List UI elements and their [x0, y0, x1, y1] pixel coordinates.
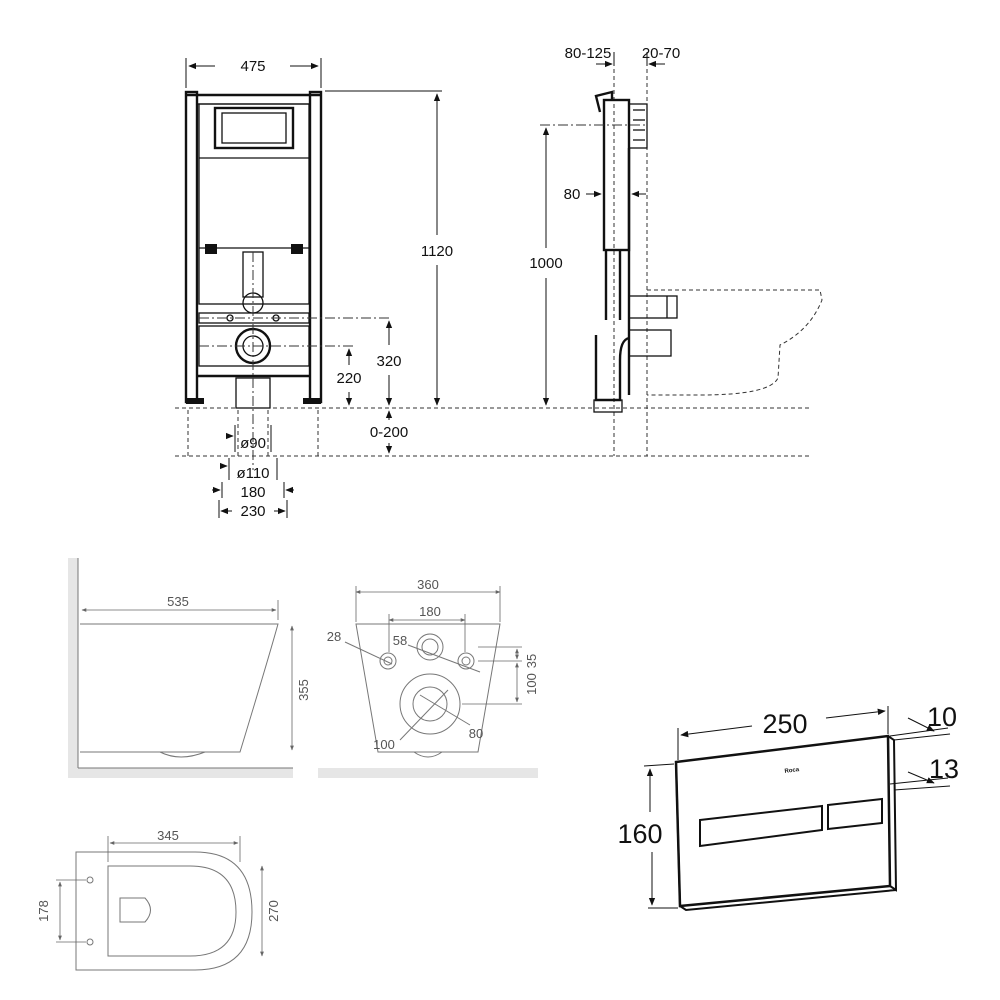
- flush-opening: [213, 106, 295, 150]
- label-475: 475: [240, 58, 265, 75]
- label-28: 28: [327, 629, 341, 644]
- brand-mark: Roca: [784, 767, 800, 775]
- label-20-70: 20-70: [642, 45, 680, 62]
- ext-13-b: [893, 785, 951, 791]
- label-180-rear: 180: [419, 604, 441, 619]
- fixing-hole-left: [379, 652, 397, 670]
- waste-outlet-inner: [412, 686, 448, 722]
- pan-outline-dashed: [647, 289, 823, 396]
- label-320: 320: [376, 353, 401, 370]
- wall-hatch-vertical: [68, 558, 78, 778]
- flush-button-left: [699, 804, 823, 848]
- bracket-right: [291, 244, 303, 254]
- label-1120: 1120: [421, 243, 453, 260]
- pan-top-outline: [75, 851, 253, 971]
- pan-rear-outline: [355, 623, 501, 753]
- ext-160-top: [643, 763, 675, 767]
- ext-10-b: [893, 733, 951, 741]
- label-355: 355: [296, 679, 311, 701]
- label-230: 230: [240, 503, 265, 520]
- label-0-200: 0-200: [370, 424, 408, 441]
- label-535: 535: [167, 594, 189, 609]
- label-180: 180: [240, 484, 265, 501]
- top-fixing-top: [86, 876, 94, 884]
- leader-58: [407, 644, 481, 673]
- label-270: 270: [266, 900, 281, 922]
- label-345: 345: [157, 828, 179, 843]
- floor-hatch: [68, 768, 293, 778]
- dim-250-r: [825, 708, 886, 719]
- label-100-height: 100: [524, 673, 539, 695]
- flush-plate: Roca 250 160 10 13: [617, 702, 959, 912]
- label-360: 360: [417, 577, 439, 592]
- pan-top-bowl: [107, 865, 237, 957]
- label-80: 80: [564, 186, 581, 203]
- water-inlet-hole: [416, 633, 444, 661]
- water-inlet-hole-inner: [421, 638, 439, 656]
- side-waste-pipe: [594, 334, 630, 402]
- leader-28: [344, 641, 393, 665]
- side-cistern: [602, 98, 631, 252]
- cistern-body: [198, 103, 310, 305]
- label-80-125: 80-125: [565, 45, 612, 62]
- frame-front-view: 475 1120 320 220 0-200 ø90 ø110 180: [175, 58, 810, 520]
- pan-rear-foot: [413, 751, 443, 758]
- frame-side-view: 80-125 20-70 80 1000: [529, 45, 823, 456]
- top-fixing-bottom: [86, 938, 94, 946]
- ext-10-a: [889, 727, 949, 737]
- label-100-outlet: 100: [373, 737, 395, 752]
- label-1000: 1000: [529, 255, 562, 272]
- flush-opening-inner: [221, 112, 287, 144]
- pan-rear-view: 360 180 28 58 35 100 100 80: [318, 577, 539, 778]
- foot-right: [303, 398, 321, 404]
- pan-side-outline: [80, 623, 279, 753]
- pan-top-view: 345 178 270: [36, 828, 281, 971]
- pan-side-view: 535 355: [68, 558, 311, 778]
- label-80-outlet: 80: [469, 726, 483, 741]
- side-flush-pipe: [604, 250, 622, 320]
- label-35: 35: [524, 654, 539, 668]
- side-waste-bend: [628, 329, 672, 357]
- label-178: 178: [36, 900, 51, 922]
- frame-right-post: [308, 90, 323, 404]
- flush-plate-edge: [675, 735, 898, 912]
- flush-button-right: [827, 797, 883, 831]
- waste-outlet-outer: [399, 673, 461, 735]
- fixing-hole-right-inner: [461, 656, 471, 666]
- rear-floor-hatch: [318, 768, 538, 778]
- fixing-hole-left-inner: [383, 656, 393, 666]
- pan-top-rim: [119, 897, 151, 923]
- side-inlet-pipe: [628, 295, 678, 319]
- label-13: 13: [929, 754, 959, 784]
- leader-80: [419, 694, 471, 726]
- leader-100: [399, 689, 449, 741]
- label-dia-110: ø110: [236, 465, 269, 482]
- foot-left: [186, 398, 204, 404]
- label-160: 160: [617, 819, 662, 849]
- dim-250-l: [680, 725, 753, 738]
- pan-side-foot: [159, 751, 206, 758]
- label-58: 58: [393, 633, 407, 648]
- ext-13-a: [889, 777, 949, 785]
- fixing-hole-right: [457, 652, 475, 670]
- label-250: 250: [762, 709, 807, 739]
- side-top-hook: [594, 90, 614, 113]
- side-flush-box: [628, 103, 648, 149]
- bracket-left: [205, 244, 217, 254]
- dim-13: [907, 771, 935, 784]
- label-220: 220: [336, 370, 361, 387]
- side-waste-spigot: [593, 399, 623, 413]
- label-dia-90: ø90: [240, 435, 266, 452]
- label-10: 10: [927, 702, 957, 732]
- dim-10: [907, 717, 935, 732]
- frame-left-post: [184, 90, 199, 404]
